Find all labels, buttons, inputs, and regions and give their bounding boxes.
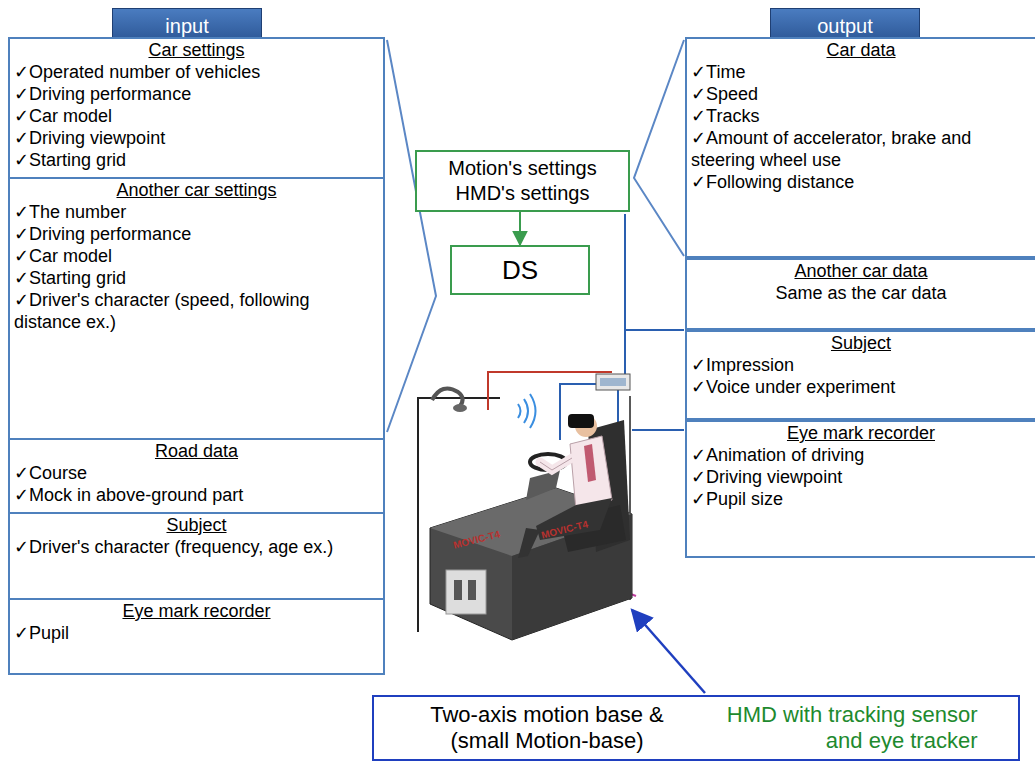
ds-box: DS — [450, 245, 590, 295]
list-item: ✓Amount of accelerator, brake and steeri… — [687, 127, 1035, 171]
input-box: Eye mark recorder✓Pupil — [8, 598, 385, 675]
ds-wire — [624, 214, 626, 390]
callout-arrow — [632, 610, 705, 693]
list-item: ✓Impression — [687, 354, 1035, 376]
box-label: DS — [502, 255, 538, 285]
list-item: ✓The number — [10, 201, 383, 223]
list-item: ✓Following distance — [687, 171, 1035, 193]
output-box: Car data✓Time✓Speed✓Tracks✓Amount of acc… — [685, 37, 1035, 258]
node-content: Eye mark recorder✓Pupil — [10, 600, 383, 644]
node-content: input — [165, 14, 208, 38]
driving-simulator — [418, 372, 636, 640]
node-content: DS — [502, 255, 538, 285]
node-content: output — [817, 14, 873, 38]
subject-wire — [625, 329, 684, 331]
node-content: Another car settings✓The number✓Driving … — [10, 179, 383, 333]
node-content: Subject✓Impression✓Voice under experimen… — [687, 332, 1035, 398]
list-item: ✓Pupil size — [687, 488, 1035, 510]
output-box: Subject✓Impression✓Voice under experimen… — [685, 330, 1035, 420]
list-item: ✓Car model — [10, 105, 383, 127]
node-content: Car data✓Time✓Speed✓Tracks✓Amount of acc… — [687, 39, 1035, 193]
list-item: ✓Course — [10, 462, 383, 484]
list-item: Same as the car data — [687, 282, 1035, 304]
list-item: ✓Operated number of vehicles — [10, 61, 383, 83]
list-item: ✓Driving performance — [10, 223, 383, 245]
model-label: MOVIC-T4 — [540, 518, 589, 540]
output-box: Eye mark recorder✓Animation of driving✓D… — [685, 420, 1035, 558]
node-content: Another car dataSame as the car data — [687, 260, 1035, 304]
input-box: Subject✓Driver's character (frequency, a… — [8, 512, 385, 600]
eye-wire — [632, 429, 684, 431]
list-item: ✓Driving performance — [10, 83, 383, 105]
input-box: Road data✓Course✓Mock in above-ground pa… — [8, 438, 385, 514]
node-content: Road data✓Course✓Mock in above-ground pa… — [10, 440, 383, 506]
section-heading: Subject — [10, 514, 383, 536]
flow-arrow — [519, 212, 521, 245]
list-item: ✓Pupil — [10, 622, 383, 644]
list-item: ✓Car model — [10, 245, 383, 267]
funnel-lines — [387, 40, 684, 432]
output-funnel — [634, 40, 684, 256]
output-wires — [625, 214, 684, 430]
output-box: Another car dataSame as the car data — [685, 258, 1035, 330]
node-content: Two-axis motion base & (small Motion-bas… — [415, 702, 978, 754]
section-heading: Eye mark recorder — [10, 600, 383, 622]
settings-box: Motion's settings HMD's settings — [415, 150, 630, 212]
box-label: HMD with tracking sensor and eye tracker — [688, 702, 978, 754]
list-item: ✓Voice under experiment — [687, 376, 1035, 398]
list-item: ✓Speed — [687, 83, 1035, 105]
caption-box: Two-axis motion base & (small Motion-bas… — [372, 695, 1020, 761]
tab-label: input — [165, 14, 208, 38]
model-label: MOVIC-T4 — [452, 528, 501, 550]
section-heading: Car settings — [10, 39, 383, 61]
list-item: ✓Driving viewpoint — [10, 127, 383, 149]
list-item: ✓Mock in above-ground part — [10, 484, 383, 506]
node-content: Motion's settings HMD's settings — [428, 156, 618, 206]
section-heading: Road data — [10, 440, 383, 462]
section-heading: Eye mark recorder — [687, 422, 1035, 444]
section-heading: Another car settings — [10, 179, 383, 201]
list-item: ✓Driving viewpoint — [687, 466, 1035, 488]
section-heading: Another car data — [687, 260, 1035, 282]
list-item: ✓Driver's character (speed, following di… — [10, 289, 383, 333]
node-content: Eye mark recorder✓Animation of driving✓D… — [687, 422, 1035, 510]
node-content: Car settings✓Operated number of vehicles… — [10, 39, 383, 171]
input-box: Another car settings✓The number✓Driving … — [8, 177, 385, 440]
list-item: ✓Driver's character (frequency, age ex.) — [10, 536, 383, 558]
list-item: ✓Starting grid — [10, 149, 383, 171]
section-heading: Car data — [687, 39, 1035, 61]
list-item: ✓Animation of driving — [687, 444, 1035, 466]
node-content: Subject✓Driver's character (frequency, a… — [10, 514, 383, 558]
list-item: ✓Time — [687, 61, 1035, 83]
tab-label: output — [817, 14, 873, 38]
box-label: Two-axis motion base & (small Motion-bas… — [415, 702, 680, 754]
list-item: ✓Tracks — [687, 105, 1035, 127]
box-label: Motion's settings HMD's settings — [428, 156, 618, 206]
section-heading: Subject — [687, 332, 1035, 354]
input-box: Car settings✓Operated number of vehicles… — [8, 37, 385, 179]
list-item: ✓Starting grid — [10, 267, 383, 289]
input-funnel — [387, 40, 436, 432]
